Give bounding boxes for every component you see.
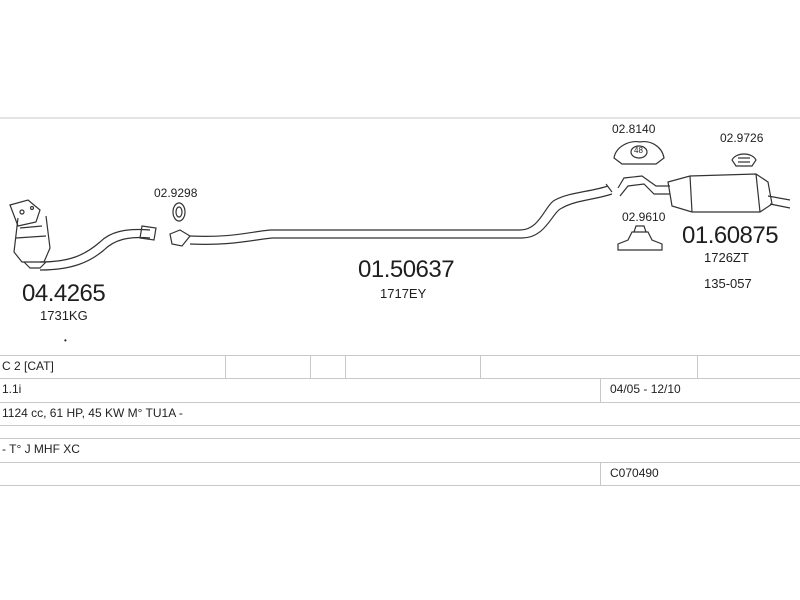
clamp-ring-number: 02.8140 (612, 122, 656, 136)
catalyst-oem: 1731KG (40, 308, 88, 323)
table-rule (0, 402, 800, 403)
table-rule (0, 462, 800, 463)
catalyst-number: 04.4265 (22, 280, 106, 307)
table-rule (0, 378, 800, 379)
spec-cell: 1124 cc, 61 HP, 45 KW M° TU1A - (2, 406, 183, 420)
rear-box-number: 01.60875 (682, 222, 779, 249)
mid-pipe-number: 01.50637 (358, 256, 455, 283)
engine-cell: 1.1i (2, 382, 22, 396)
table-divider (345, 355, 346, 378)
mount-top-number: 02.9726 (720, 131, 764, 145)
table-divider (310, 355, 311, 378)
table-rule (0, 485, 800, 486)
clamp-ring-drawing (613, 141, 665, 165)
type-cell: - T° J MHF XC (2, 442, 80, 456)
rear-box-drawing (617, 173, 791, 213)
rear-box-oem: 1726ZT (704, 250, 749, 265)
dates-cell: 04/05 - 12/10 (610, 382, 681, 396)
clamp-ring-badge: 48 (634, 146, 643, 155)
rear-box-ref: 135-057 (704, 276, 752, 291)
mount-top-drawing (731, 153, 757, 167)
table-divider (600, 378, 601, 402)
code-cell: C070490 (610, 466, 659, 480)
table-rule (0, 425, 800, 426)
model-cell: C 2 [CAT] (2, 359, 54, 373)
table-divider (480, 355, 481, 378)
catalyst-drawing (9, 199, 157, 271)
dot-mark: • (64, 336, 67, 345)
table-divider (600, 462, 601, 485)
mount-number: 02.9610 (622, 210, 666, 224)
table-rule (0, 438, 800, 439)
mid-pipe-oem: 1717EY (380, 286, 427, 301)
table-rule (0, 355, 800, 356)
clamp-small-number: 02.9298 (154, 186, 198, 200)
mid-pipe-drawing (169, 183, 613, 247)
table-divider (697, 355, 698, 378)
mount-drawing (617, 225, 663, 251)
clamp-small-drawing (172, 202, 186, 222)
table-divider (225, 355, 226, 378)
